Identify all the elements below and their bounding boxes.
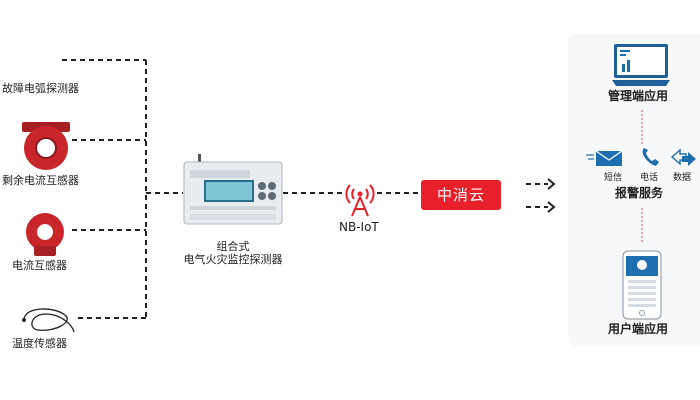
sensor-label-arc: 故障电弧探测器	[2, 82, 79, 95]
smartphone-icon	[622, 250, 662, 320]
temperature-probe-icon	[22, 308, 75, 333]
arrow-heads	[547, 178, 556, 213]
sensor-label-residual: 剩余电流互感器	[2, 174, 79, 187]
phone-icon	[642, 148, 659, 166]
alarm-service-label: 报警服务	[615, 186, 664, 200]
panel-connectors	[641, 110, 643, 244]
monitor-icon	[612, 44, 670, 86]
data-transfer-icon	[670, 148, 696, 166]
network-label: NB-IoT	[339, 220, 379, 234]
user-app-label: 用户端应用	[608, 322, 669, 336]
ct-icon	[26, 213, 64, 256]
sensor-label-ct: 电流互感器	[12, 259, 67, 272]
phone-label: 电话	[640, 173, 659, 183]
device-label-line2: 电气火灾监控探测器	[183, 253, 283, 266]
residual-ct-icon	[22, 122, 70, 170]
sensor-label-temp: 温度传感器	[12, 337, 67, 350]
cloud-platform-badge: 中消云	[421, 180, 501, 210]
data-label: 数据	[673, 173, 692, 183]
device-label-line1: 组合式	[216, 240, 250, 253]
sms-label: 短信	[604, 173, 623, 183]
antenna-icon	[345, 184, 375, 217]
detector-device-icon	[183, 154, 283, 225]
manage-app-label: 管理端应用	[608, 89, 669, 103]
sms-envelope-icon	[586, 150, 623, 166]
